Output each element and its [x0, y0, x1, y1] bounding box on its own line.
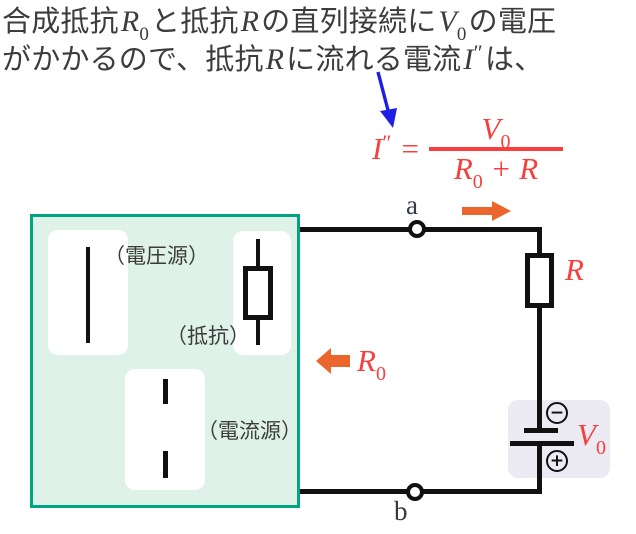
terminal-b-node [406, 483, 424, 501]
minus-circle-icon: − [546, 402, 568, 424]
internal-resistor-lead-bottom [256, 317, 260, 345]
v0-label: V0 [577, 417, 606, 460]
formula-current: I″ = V0 R0 + R [372, 111, 563, 194]
battery-negative-plate [524, 428, 558, 433]
battery-positive-plate [510, 441, 574, 446]
wire-right-upper [537, 227, 542, 258]
internal-resistor-label: （抵抗） [166, 325, 250, 348]
terminal-a-label: a [406, 190, 418, 220]
formula-fraction: V0 R0 + R [428, 111, 563, 194]
resistor-R-symbol [525, 253, 554, 308]
intro-line-2: がかかるので、抵抗Rに流れる電流I″は、 [2, 40, 556, 80]
internal-resistor-symbol [243, 266, 273, 320]
terminal-a-node [408, 220, 426, 238]
math-var-v0: V0 [438, 5, 467, 45]
internal-resistor-lead-top [256, 239, 260, 269]
formula-equals: = [401, 131, 419, 166]
current-source-symbol-top [163, 379, 168, 404]
formula-lhs: I″ [372, 130, 392, 166]
math-var-r0: R0 [120, 5, 150, 45]
intro-text: 合成抵抗R0と抵抗Rの直列接続にV0の電圧 がかかるので、抵抗Rに流れる電流I″… [2, 3, 556, 80]
voltage-source-label: （電圧源） [104, 245, 209, 268]
current-direction-arrow-icon [462, 201, 511, 221]
intro-text-segment: 合成抵抗 [2, 6, 119, 38]
wire-right-lower [537, 444, 542, 494]
resistor-R-label: R [565, 252, 584, 287]
math-var-r: R [265, 43, 285, 76]
intro-text-segment: と抵抗 [151, 6, 239, 38]
wire-right-middle [537, 305, 542, 432]
r0-label: R0 [357, 343, 386, 386]
intro-text-segment: がかかるので、抵抗 [2, 44, 264, 76]
intro-text-segment: に流れる電流 [286, 44, 462, 76]
r0-direction-arrow-icon [316, 348, 350, 374]
current-source-symbol-bottom [163, 451, 168, 478]
math-var-r: R [240, 5, 260, 38]
plus-circle-icon: + [546, 450, 568, 472]
intro-text-segment: の電圧 [468, 6, 557, 38]
fraction-bar [428, 147, 563, 151]
intro-text-segment: は、 [484, 44, 544, 76]
intro-line-1: 合成抵抗R0と抵抗Rの直列接続にV0の電圧 [2, 3, 557, 45]
voltage-source-symbol [86, 247, 90, 343]
current-source-label: （電流源） [197, 420, 302, 443]
intro-text-segment: の直列接続に [261, 6, 437, 38]
formula-denominator: R0 + R [453, 151, 539, 194]
formula-numerator: V0 [481, 111, 511, 154]
annotation-arrow-icon [376, 71, 397, 128]
math-var-i-doubleprime: I″ [463, 40, 483, 76]
terminal-b-label: b [394, 496, 408, 526]
